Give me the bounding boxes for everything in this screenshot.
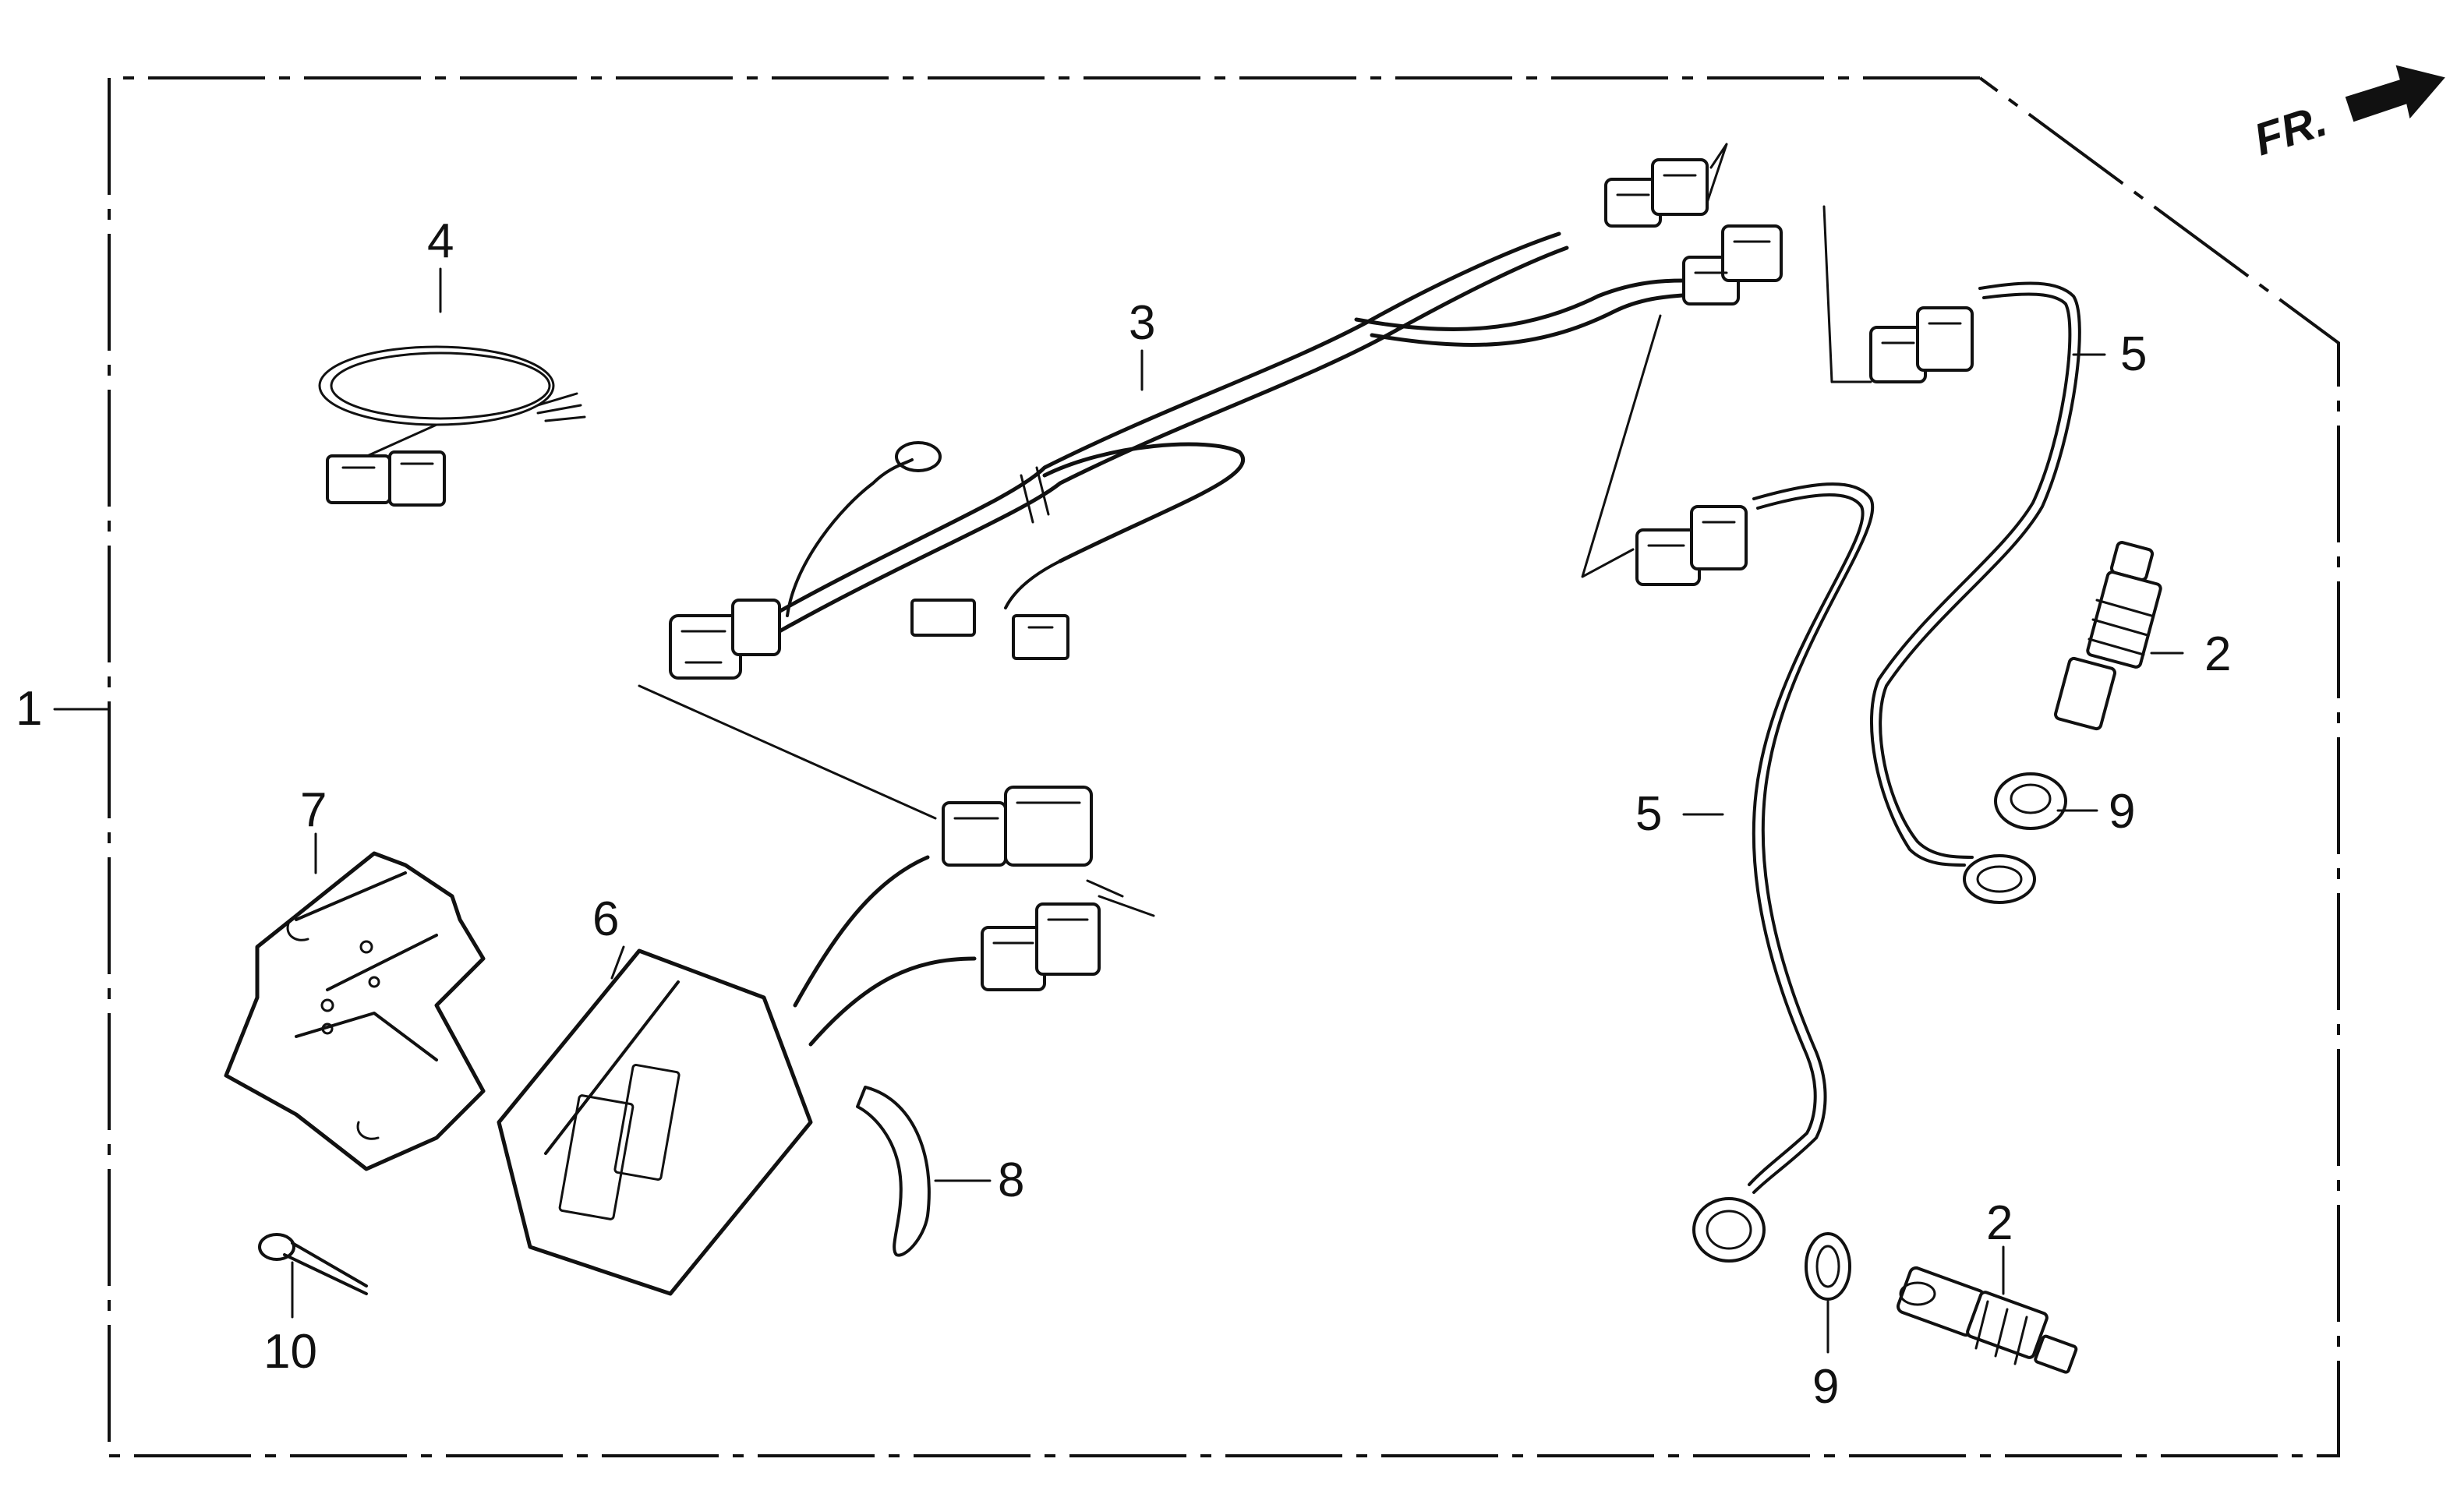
part-9-upper-washer (1994, 772, 2067, 830)
leader-lines (53, 267, 2184, 1354)
kit-frame (108, 76, 2340, 1457)
front-direction-indicator: FR. (2248, 65, 2445, 166)
callout-5-lower: 5 (1635, 787, 1662, 841)
part-9-lower-washer (1805, 1232, 1851, 1301)
callout-4: 4 (427, 214, 454, 268)
callout-9-upper: 9 (2109, 785, 2135, 839)
callout-7: 7 (300, 783, 327, 837)
part-4-lead-wire (318, 345, 586, 507)
callout-9-lower: 9 (1812, 1360, 1839, 1414)
part-7-mounting-bracket (224, 851, 486, 1171)
part-5-lower-lead (1635, 482, 1875, 1263)
part-6-control-module (497, 684, 1155, 1296)
callout-1: 1 (16, 682, 42, 736)
part-2-lower-spark-plug (1897, 1266, 2078, 1374)
callout-8: 8 (998, 1153, 1024, 1207)
callout-5-upper: 5 (2120, 327, 2147, 381)
callout-2-upper: 2 (2204, 627, 2231, 681)
part-5-upper-lead (1822, 205, 2081, 904)
callout-3: 3 (1129, 296, 1155, 350)
part-8-rubber-strip (856, 1086, 931, 1257)
front-arrow-icon (2345, 65, 2445, 122)
callout-6: 6 (592, 892, 619, 946)
callout-10: 10 (263, 1325, 317, 1379)
part-3-wire-harness (669, 143, 1783, 680)
front-label: FR. (2248, 95, 2333, 166)
part-2-upper-spark-plug (2054, 541, 2162, 731)
callout-labels: 1 2 2 3 4 5 5 6 7 8 9 9 10 (16, 214, 2231, 1414)
callout-2-lower: 2 (1986, 1196, 2013, 1250)
part-10-rivet (258, 1233, 368, 1295)
